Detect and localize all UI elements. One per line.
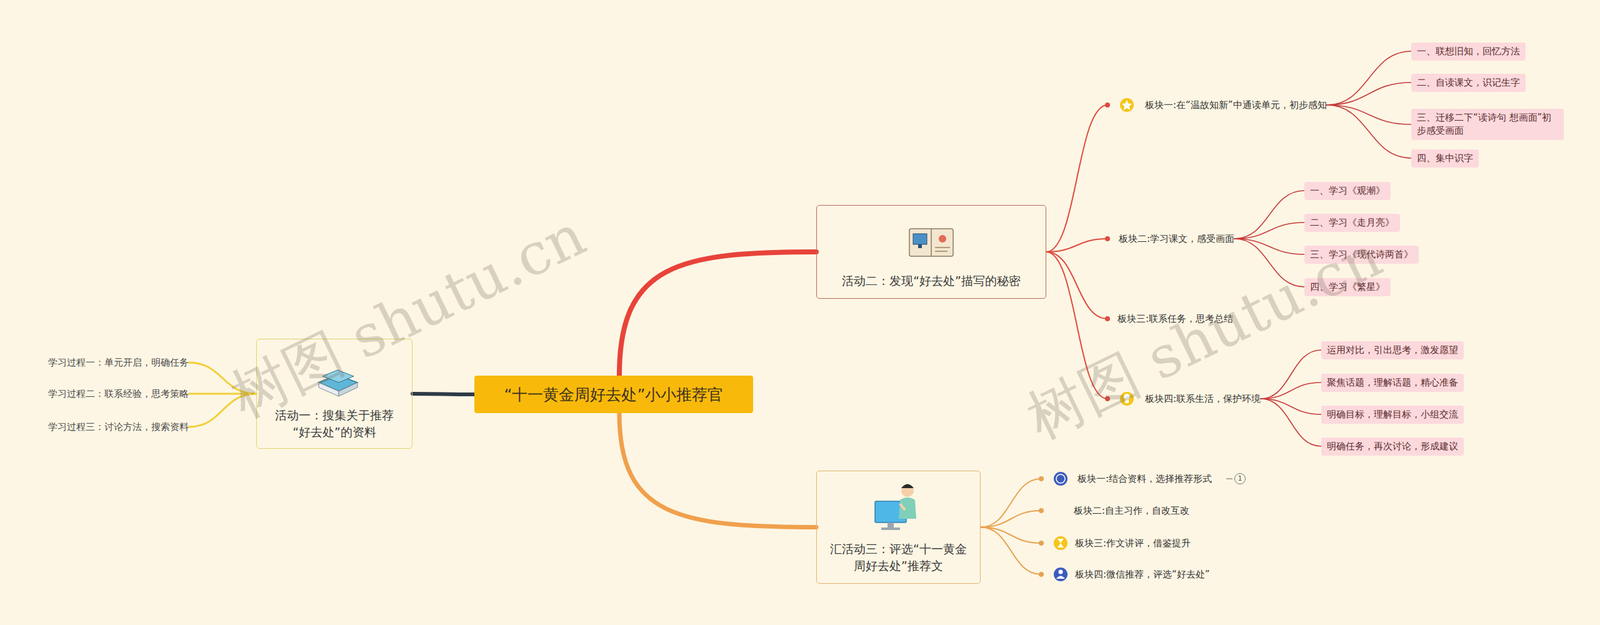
score-icon bbox=[1053, 471, 1068, 486]
sub-topic: 聚焦话题，理解话题，精心准备 bbox=[1321, 373, 1464, 392]
notebook-icon bbox=[909, 228, 954, 257]
node-text: 活动二：发现“好去处”描写的秘密 bbox=[841, 272, 1021, 290]
branch-line bbox=[619, 251, 817, 376]
branch-line bbox=[619, 413, 817, 528]
node-text: 一、学习《观潮》 bbox=[1310, 184, 1385, 198]
node-text: 汇活动三：评选“十一黄金周好去处”推荐文 bbox=[829, 540, 968, 575]
star-icon bbox=[1120, 98, 1134, 112]
branch-dot bbox=[1038, 476, 1044, 482]
node-text: 板块一:在“温故知新”中通读单元，初步感知 bbox=[1145, 98, 1327, 112]
branch-line bbox=[980, 478, 1042, 528]
branch-line bbox=[1260, 398, 1322, 415]
branch-line bbox=[1326, 105, 1412, 159]
branch-line bbox=[412, 393, 475, 395]
branch-topic: 板块三:作文讲评，借鉴提升 bbox=[1041, 536, 1191, 550]
branch-topic: 板块二:学习课文，感受画面 bbox=[1107, 231, 1235, 246]
sub-topic: 四、集中识字 bbox=[1411, 149, 1479, 168]
person-icon bbox=[1053, 567, 1068, 582]
callout-number: 1 bbox=[1234, 473, 1246, 485]
activity-box: 活动二：发现“好去处”描写的秘密 bbox=[816, 205, 1047, 299]
branch-dot bbox=[1038, 571, 1044, 577]
branch-line bbox=[1326, 105, 1412, 125]
activity-box: 汇活动三：评选“十一黄金周好去处”推荐文 bbox=[816, 470, 981, 584]
node-text: 一、联想旧知，回忆方法 bbox=[1416, 45, 1520, 59]
node-text: 运用对比，引出思考，激发愿望 bbox=[1326, 343, 1459, 357]
node-text: 板块三:作文讲评，借鉴提升 bbox=[1075, 536, 1191, 550]
sub-topic: 运用对比，引出思考，激发愿望 bbox=[1321, 341, 1464, 360]
node-text: 明确任务，再次讨论，形成建议 bbox=[1326, 440, 1459, 454]
node-text: 二、自读课文，识记生字 bbox=[1416, 76, 1520, 90]
node-text: 学习过程二：联系经验，思考策略 bbox=[48, 386, 189, 401]
branch-line bbox=[1260, 398, 1322, 447]
node-text: 板块二:学习课文，感受画面 bbox=[1118, 231, 1235, 246]
node-text: “十一黄金周好去处”小小推荐官 bbox=[504, 384, 724, 405]
branch-line bbox=[1046, 238, 1108, 252]
sub-topic: 明确任务，再次讨论，形成建议 bbox=[1321, 437, 1464, 456]
branch-topic: 板块一:在“温故知新”中通读单元，初步感知 bbox=[1107, 98, 1327, 112]
node-text: 学习过程一：单元开启，明确任务 bbox=[48, 355, 189, 370]
branch-line bbox=[1046, 251, 1108, 319]
branch-line bbox=[980, 510, 1042, 528]
branch-line bbox=[1046, 105, 1108, 252]
branch-line bbox=[1260, 382, 1322, 399]
branch-line bbox=[1234, 190, 1305, 239]
node-text: 四、集中识字 bbox=[1416, 151, 1474, 165]
central-topic: “十一黄金周好去处”小小推荐官 bbox=[474, 375, 754, 414]
teacher-icon bbox=[875, 484, 917, 531]
node-text: 板块四:微信推荐，评选“好去处” bbox=[1075, 567, 1210, 582]
branch-topic: 板块一:结合资料，选择推荐形式 bbox=[1041, 471, 1212, 486]
branch-line bbox=[1234, 222, 1305, 239]
sub-topic: 明确目标，理解目标，小组交流 bbox=[1321, 405, 1464, 424]
process-step: 学习过程三：讨论方法，搜索资料 bbox=[48, 420, 189, 434]
node-text: 板块一:结合资料，选择推荐形式 bbox=[1077, 471, 1212, 486]
branch-dot bbox=[1105, 316, 1110, 322]
node-text: 板块二:自主习作，自改互改 bbox=[1073, 503, 1190, 518]
branch-line bbox=[980, 527, 1042, 544]
node-text: 学习过程三：讨论方法，搜索资料 bbox=[48, 420, 189, 434]
branch-line bbox=[1326, 82, 1412, 105]
branch-line bbox=[980, 527, 1042, 575]
branch-topic: 板块四:微信推荐，评选“好去处” bbox=[1041, 567, 1210, 582]
branch-dot bbox=[1038, 540, 1044, 546]
branch-dot bbox=[1105, 236, 1110, 242]
sub-topic: 二、自读课文，识记生字 bbox=[1411, 73, 1526, 92]
sub-topic: 三、迁移二下“读诗句 想画面”初步感受画面 bbox=[1411, 108, 1564, 140]
branch-dot bbox=[1105, 102, 1110, 108]
node-text: 聚焦话题，理解话题，精心准备 bbox=[1326, 376, 1459, 390]
process-step: 学习过程二：联系经验，思考策略 bbox=[48, 386, 189, 401]
process-step: 学习过程一：单元开启，明确任务 bbox=[48, 355, 189, 370]
branch-topic: 板块二:自主习作，自改互改 bbox=[1041, 503, 1190, 518]
node-text: 三、迁移二下“读诗句 想画面”初步感受画面 bbox=[1416, 111, 1559, 138]
branch-dot bbox=[1038, 508, 1044, 514]
sub-topic: 一、联想旧知，回忆方法 bbox=[1411, 42, 1526, 61]
hourglass-icon bbox=[1053, 536, 1068, 550]
branch-line bbox=[1326, 51, 1412, 105]
node-text: 明确目标，理解目标，小组交流 bbox=[1326, 408, 1459, 422]
callout-dash bbox=[1226, 478, 1233, 479]
sub-topic: 一、学习《观潮》 bbox=[1304, 181, 1391, 200]
branch-line bbox=[1260, 350, 1322, 399]
